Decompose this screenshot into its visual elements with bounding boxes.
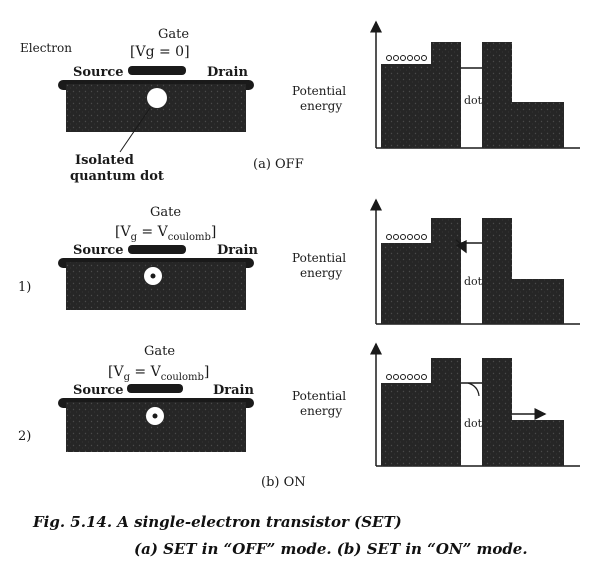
mode-caption: (b) ON xyxy=(261,475,306,490)
figure-caption-line-2: (a) SET in “OFF” mode. (b) SET in “ON” m… xyxy=(134,540,528,558)
drain-label: Drain xyxy=(213,383,254,398)
energy-label-2: energy xyxy=(300,404,342,418)
figure-caption-line-1: Fig. 5.14. A single-electron transistor … xyxy=(33,513,402,531)
dot-text: dot xyxy=(464,94,483,107)
energy-diagram-off: Potential energy dot xyxy=(292,20,580,149)
tunneling-curve xyxy=(467,382,480,397)
device-on-1: 1) Gate [Vg = Vcoulomb] Source Drain xyxy=(18,205,258,310)
energy-label-2: energy xyxy=(300,99,342,113)
gate-voltage: [Vg = 0] xyxy=(130,44,190,60)
energy-label-2: energy xyxy=(300,266,342,280)
energy-diagram-on-1: Potential energy dot xyxy=(292,198,580,325)
electron-label: Electron xyxy=(20,41,72,55)
trapped-electron xyxy=(152,413,158,419)
gate-label: Gate xyxy=(158,27,189,42)
dot-text: dot xyxy=(464,417,483,430)
source-reservoir xyxy=(381,383,431,466)
right-barrier xyxy=(482,358,512,466)
mode-caption: (a) OFF xyxy=(253,157,304,172)
step-index: 2) xyxy=(18,429,31,444)
gate-electrode xyxy=(128,66,186,75)
source-label: Source xyxy=(73,65,124,80)
left-barrier xyxy=(431,218,461,324)
drain-label: Drain xyxy=(217,243,258,258)
gate-voltage: [Vg = Vcoulomb] xyxy=(108,364,209,383)
source-label: Source xyxy=(73,383,124,398)
source-reservoir xyxy=(381,64,431,148)
device-on-2: 2) Gate [Vg = Vcoulomb] Source Drain xyxy=(18,344,254,452)
trapped-electron xyxy=(150,273,156,279)
electron-sea xyxy=(386,55,427,61)
source-reservoir xyxy=(381,243,431,324)
electron-sea xyxy=(386,234,427,240)
energy-diagram-on-2: Potential energy dot (b) ON xyxy=(261,342,580,490)
drain-reservoir xyxy=(512,102,564,148)
dot-text: dot xyxy=(464,275,483,288)
quantum-dot xyxy=(147,88,167,108)
dot-label: Isolated xyxy=(75,153,134,168)
drain-reservoir xyxy=(512,420,564,466)
gate-electrode xyxy=(127,384,183,393)
tunneling-arrow xyxy=(455,239,467,254)
step-index: 1) xyxy=(18,280,31,295)
drain-label: Drain xyxy=(207,65,248,80)
left-barrier xyxy=(431,358,461,466)
energy-label: Potential xyxy=(292,251,346,265)
electron-sea xyxy=(386,374,427,380)
right-barrier xyxy=(482,218,512,324)
dot-pointer xyxy=(119,107,151,153)
right-barrier xyxy=(482,42,512,148)
gate-label: Gate xyxy=(150,205,181,220)
gate-electrode xyxy=(128,245,186,254)
device-off: Electron Gate [Vg = 0] Source Drain Isol… xyxy=(20,27,304,184)
drain-reservoir xyxy=(512,279,564,324)
source-label: Source xyxy=(73,243,124,258)
gate-label: Gate xyxy=(144,344,175,359)
gate-voltage: [Vg = Vcoulomb] xyxy=(115,224,216,243)
energy-label: Potential xyxy=(292,84,346,98)
dot-label-2: quantum dot xyxy=(70,169,164,184)
left-barrier xyxy=(431,42,461,148)
energy-label: Potential xyxy=(292,389,346,403)
